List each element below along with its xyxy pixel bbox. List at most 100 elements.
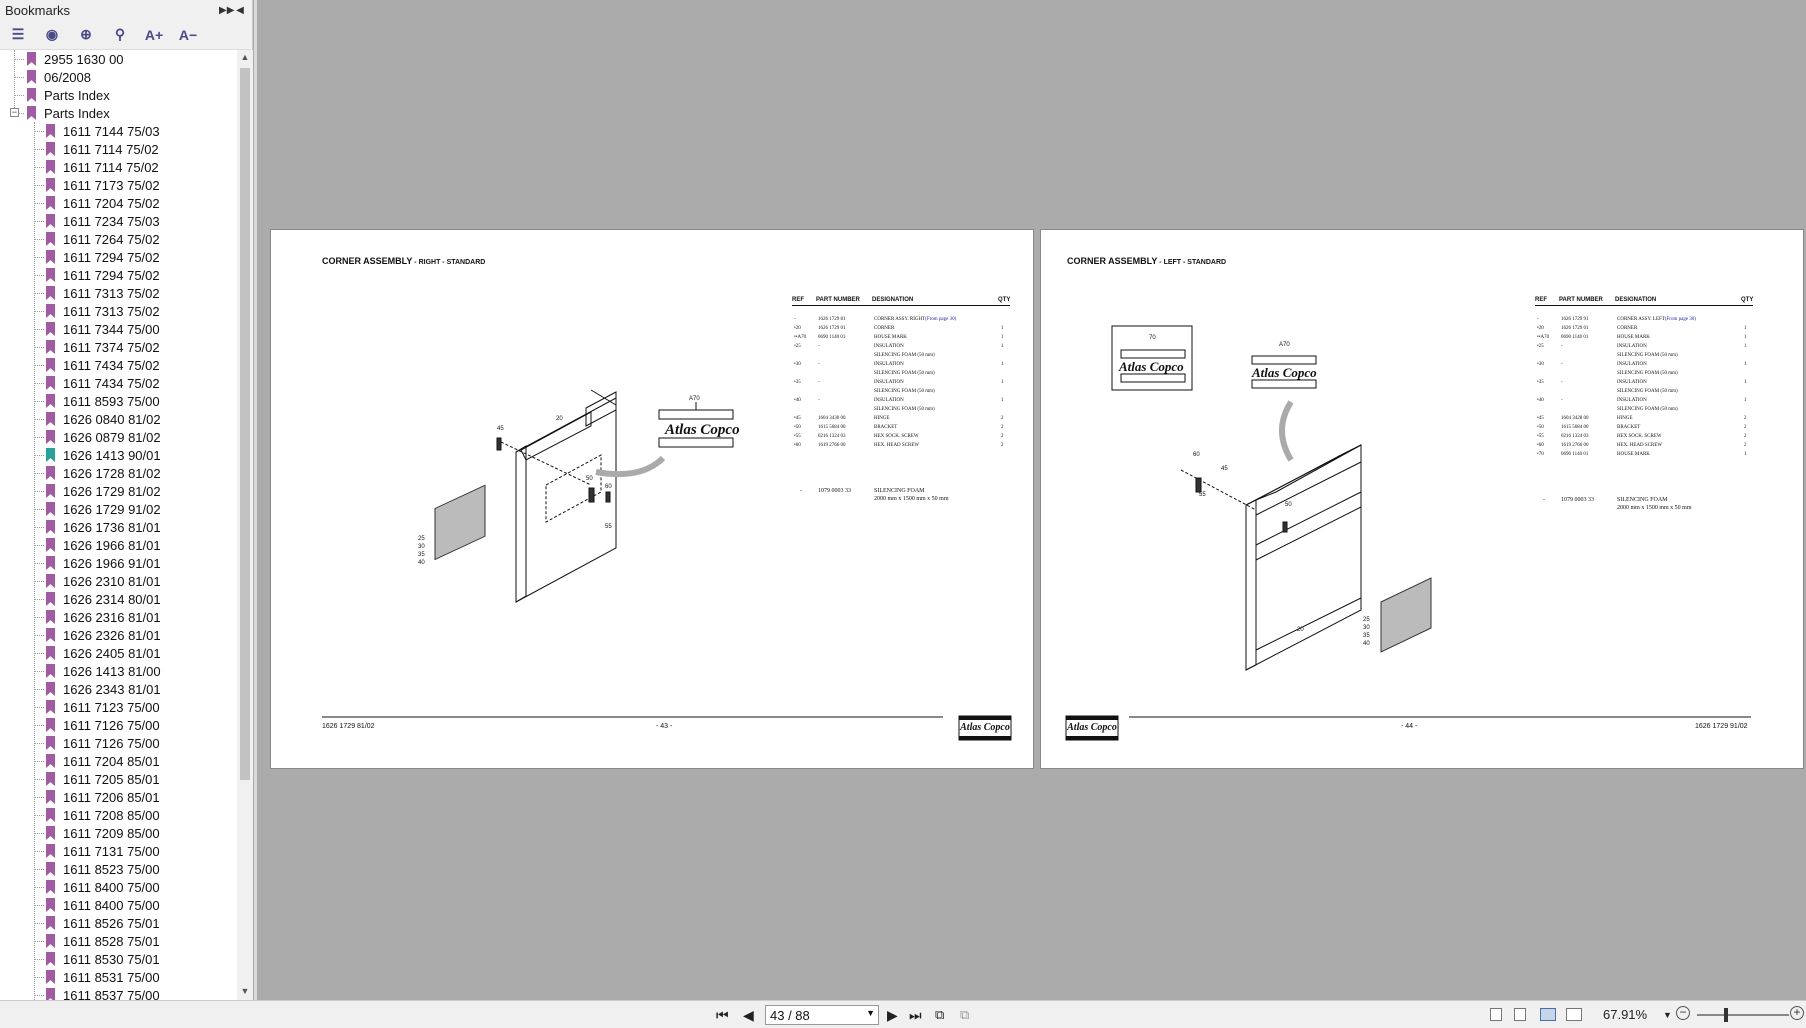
table-cell-ref: - (794, 317, 796, 322)
brand-logo-text: Atlas Copco (1118, 359, 1184, 374)
bookmark-item[interactable]: 1626 0879 81/02 (46, 428, 161, 446)
zoom-out-icon[interactable]: − (1676, 1006, 1690, 1020)
single-page-view-icon[interactable] (1490, 1008, 1502, 1021)
bookmark-item[interactable]: 1626 2343 81/01 (46, 680, 161, 698)
bookmark-item[interactable]: 1611 7313 75/02 (46, 284, 160, 302)
page-link[interactable]: (From page 30) (1664, 317, 1696, 322)
bookmark-item[interactable]: 1626 1729 81/02 (46, 482, 161, 500)
scroll-up-icon[interactable]: ▲ (240, 52, 250, 62)
page-link[interactable]: (From page 30) (925, 317, 957, 322)
chevron-down-icon[interactable]: ▼ (866, 1008, 875, 1018)
find-bookmark-icon[interactable]: ⚲ (114, 26, 126, 42)
facing-view-icon[interactable] (1540, 1008, 1556, 1021)
bookmark-item[interactable]: 1611 7209 85/00 (46, 824, 160, 842)
table-cell-qty: 1 (1744, 398, 1747, 403)
bookmark-item[interactable]: 1611 7208 85/00 (46, 806, 160, 824)
last-page-icon[interactable]: ⏭ (909, 1007, 922, 1023)
table-cell-ref: •60 (1537, 443, 1544, 448)
enlarge-text-icon[interactable]: A+ (144, 26, 164, 43)
bookmark-item[interactable]: 1626 1728 81/02 (46, 464, 161, 482)
bookmark-item[interactable]: 1611 7434 75/02 (46, 374, 160, 392)
bookmark-item[interactable]: 1611 7126 75/00 (46, 716, 160, 734)
bookmark-item[interactable]: 1611 8400 75/00 (46, 878, 160, 896)
next-page-icon[interactable]: ▶ (887, 1007, 898, 1023)
first-page-icon[interactable]: ⏮ (716, 1007, 729, 1023)
expand-panel-icon[interactable]: ▶▶ (219, 4, 235, 16)
bookmark-item[interactable]: 1626 2405 81/01 (46, 644, 161, 662)
bookmark-item[interactable]: 1626 1413 90/01 (46, 446, 161, 464)
previous-page-icon[interactable]: ◀ (743, 1007, 754, 1023)
bookmark-item[interactable]: 1626 2310 81/01 (46, 572, 161, 590)
extra-part: 1079 0003 33 (1561, 497, 1594, 503)
bookmark-item[interactable]: 1626 1966 81/01 (46, 536, 161, 554)
panel-edge (515, 445, 527, 603)
bookmark-item[interactable]: 1611 7344 75/00 (46, 320, 160, 338)
bookmark-icon (46, 916, 55, 930)
bookmark-scrollbar[interactable]: ▲ ▼ (237, 50, 253, 1000)
bookmark-item[interactable]: 1611 7434 75/02 (46, 356, 160, 374)
bookmark-options-icon[interactable]: ☰ (11, 26, 25, 42)
bookmark-item[interactable]: 1611 7144 75/03 (46, 122, 160, 140)
bookmark-item[interactable]: 1611 7234 75/03 (46, 212, 160, 230)
zoom-slider[interactable] (1697, 1008, 1789, 1022)
bookmark-item[interactable]: 1626 2316 81/01 (46, 608, 161, 626)
bookmark-item[interactable]: 1626 0840 81/02 (46, 410, 161, 428)
scroll-down-icon[interactable]: ▼ (240, 986, 250, 996)
bookmark-item[interactable]: 1611 7123 75/00 (46, 698, 160, 716)
scroll-thumb[interactable] (240, 68, 250, 780)
bookmark-item[interactable]: 1611 7204 75/02 (46, 194, 160, 212)
bookmark-item[interactable]: 1611 7313 75/02 (46, 302, 160, 320)
bookmark-item[interactable]: 1611 7131 75/00 (46, 842, 160, 860)
bookmark-item[interactable]: 1611 7294 75/02 (46, 266, 160, 284)
bookmark-icon (46, 340, 55, 354)
bookmark-item[interactable]: 1611 8531 75/00 (46, 968, 160, 986)
page-number-input[interactable]: 43 / 88 ▼ (765, 1005, 879, 1025)
bookmark-item[interactable]: Parts Index (27, 104, 110, 122)
zoom-dropdown-icon[interactable]: ▼ (1663, 1010, 1672, 1020)
collapse-panel-icon[interactable]: ◀ (236, 4, 244, 16)
bookmark-item[interactable]: 1611 8400 75/00 (46, 896, 160, 914)
continuous-view-icon[interactable] (1514, 1008, 1526, 1021)
expand-bookmark-icon[interactable]: ◉ (45, 26, 59, 42)
bookmark-item[interactable]: 2955 1630 00 (27, 50, 124, 68)
bookmark-label: 1611 7126 75/00 (63, 717, 160, 733)
bookmark-item[interactable]: 1611 7374 75/02 (46, 338, 160, 356)
bookmark-label: 1611 7234 75/03 (63, 213, 160, 229)
bookmark-item[interactable]: 1626 1729 91/02 (46, 500, 161, 518)
table-cell-qty: 1 (1744, 380, 1747, 385)
bookmark-item[interactable]: 1611 7114 75/02 (46, 158, 159, 176)
bookmark-item[interactable]: 1626 1966 91/01 (46, 554, 161, 572)
zoom-slider-handle[interactable] (1724, 1008, 1728, 1022)
bookmark-item[interactable]: 06/2008 (27, 68, 91, 86)
bookmark-item[interactable]: 1611 8526 75/01 (46, 914, 160, 932)
bookmark-item[interactable]: 1626 2314 80/01 (46, 590, 161, 608)
bookmark-item[interactable]: 1611 7173 75/02 (46, 176, 160, 194)
add-bookmark-icon[interactable]: ⊕ (80, 26, 92, 42)
bookmark-item[interactable]: 1626 1736 81/01 (46, 518, 161, 536)
shrink-text-icon[interactable]: A− (178, 26, 198, 43)
bookmark-item[interactable]: 1611 7204 85/01 (46, 752, 160, 770)
bookmark-item[interactable]: 1626 2326 81/01 (46, 626, 161, 644)
bookmark-item[interactable]: 1611 7205 85/01 (46, 770, 160, 788)
table-header: QTY (998, 297, 1011, 303)
bookmark-item[interactable]: 1611 7114 75/02 (46, 140, 159, 158)
zoom-level[interactable]: 67.91% (1603, 1007, 1648, 1022)
bookmark-item[interactable]: 1611 8537 75/00 (46, 986, 160, 1000)
bookmark-item[interactable]: 1611 7126 75/00 (46, 734, 160, 752)
zoom-in-icon[interactable]: + (1790, 1006, 1804, 1020)
bookmark-label: 1611 7434 75/02 (63, 375, 160, 391)
next-view-icon[interactable]: ⧉ (960, 1007, 970, 1022)
bookmark-item[interactable]: 1611 8530 75/01 (46, 950, 160, 968)
bookmark-item[interactable]: 1611 7206 85/01 (46, 788, 160, 806)
bookmark-item[interactable]: 1611 8593 75/00 (46, 392, 160, 410)
bookmark-item[interactable]: 1626 1413 81/00 (46, 662, 161, 680)
bookmark-item[interactable]: 1611 8528 75/01 (46, 932, 160, 950)
continuous-facing-view-icon[interactable] (1566, 1008, 1582, 1021)
panel-splitter[interactable] (254, 0, 257, 1000)
bookmark-item[interactable]: 1611 7264 75/02 (46, 230, 160, 248)
bookmark-item[interactable]: 1611 7294 75/02 (46, 248, 160, 266)
bookmark-item[interactable]: 1611 8523 75/00 (46, 860, 160, 878)
collapse-toggle-icon[interactable]: − (10, 107, 19, 117)
previous-view-icon[interactable]: ⧉ (935, 1007, 945, 1022)
bookmark-item[interactable]: Parts Index (27, 86, 110, 104)
